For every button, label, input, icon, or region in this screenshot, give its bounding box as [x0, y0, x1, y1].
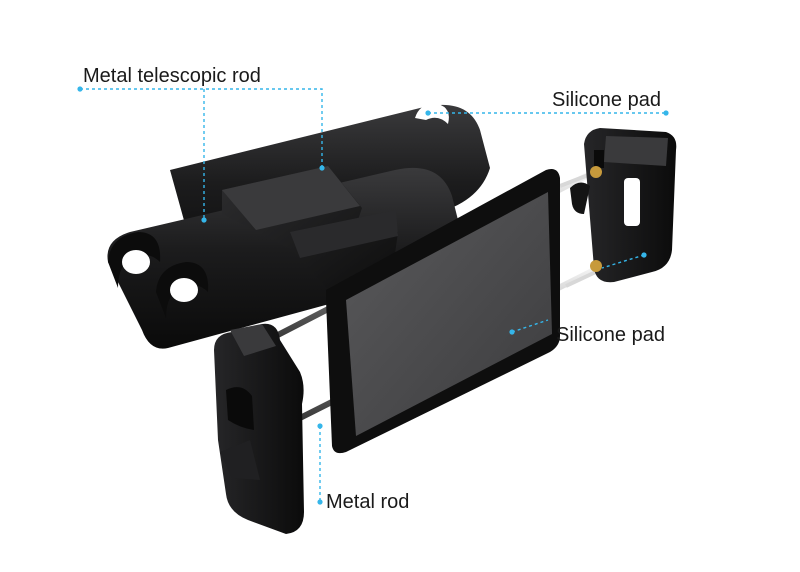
silicone-pad-center [346, 192, 552, 436]
brass-screw-bottom [590, 260, 602, 272]
right-clamp [570, 128, 677, 283]
label-metal-telescopic-rod: Metal telescopic rod [83, 65, 261, 87]
label-metal-rod: Metal rod [326, 491, 410, 513]
holder-plate [326, 169, 560, 454]
leader-dots [77, 86, 669, 505]
label-silicone-pad-middle: Silicone pad [556, 324, 665, 346]
telescopic-rod-housing [107, 103, 490, 349]
left-clamp [214, 323, 304, 534]
label-silicone-pad-top: Silicone pad [552, 89, 661, 111]
brass-screw-top [590, 166, 602, 178]
leader-lines [80, 88, 666, 502]
